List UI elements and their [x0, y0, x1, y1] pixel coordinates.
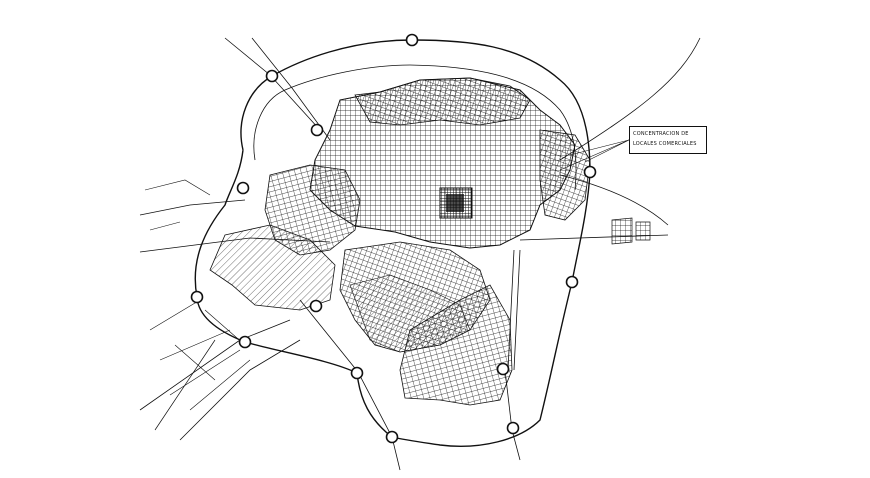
roundabout-node: [309, 299, 323, 313]
callout-line-2: LOCALES COMERCIALES: [633, 141, 697, 147]
urban-east: [539, 129, 591, 221]
roundabout-node: [190, 290, 204, 304]
roundabout-node: [238, 335, 252, 349]
roundabout-node: [405, 33, 419, 47]
highway-southwest-a: [139, 319, 291, 411]
downtown-block: [439, 187, 473, 219]
highway-northeast: [559, 37, 701, 161]
highway-south: [299, 299, 401, 471]
roundabout-node: [350, 366, 364, 380]
highway-southeast: [504, 369, 521, 461]
roundabout-node: [565, 275, 579, 289]
roundabout-node: [496, 362, 510, 376]
urban-north-lobe: [354, 77, 531, 126]
highway-west-branch: [139, 199, 246, 216]
roundabout-node: [265, 69, 279, 83]
highway-southwest-b: [179, 339, 301, 441]
roundabout-node: [236, 181, 250, 195]
highway-north-b: [251, 37, 331, 141]
highway-north: [224, 37, 321, 131]
roundabout-node: [310, 123, 324, 137]
east-settlement: [611, 217, 651, 245]
downtown-block-core: [446, 194, 464, 212]
commercial-zone-callout: CONCENTRACION DE LOCALES COMERCIALES: [629, 126, 707, 154]
roundabout-node: [385, 430, 399, 444]
urban-southeast-grid: [399, 284, 513, 406]
west-parcels: [144, 179, 211, 231]
southwest-parcels: [149, 299, 251, 411]
callout-leader-lines: [559, 139, 630, 171]
roundabout-node: [506, 421, 520, 435]
roundabouts: [190, 33, 597, 444]
highway-southwest-c: [154, 339, 216, 431]
callout-line-1: CONCENTRACION DE: [633, 131, 689, 137]
inner-ring-road: [253, 64, 577, 191]
roundabout-node: [583, 165, 597, 179]
